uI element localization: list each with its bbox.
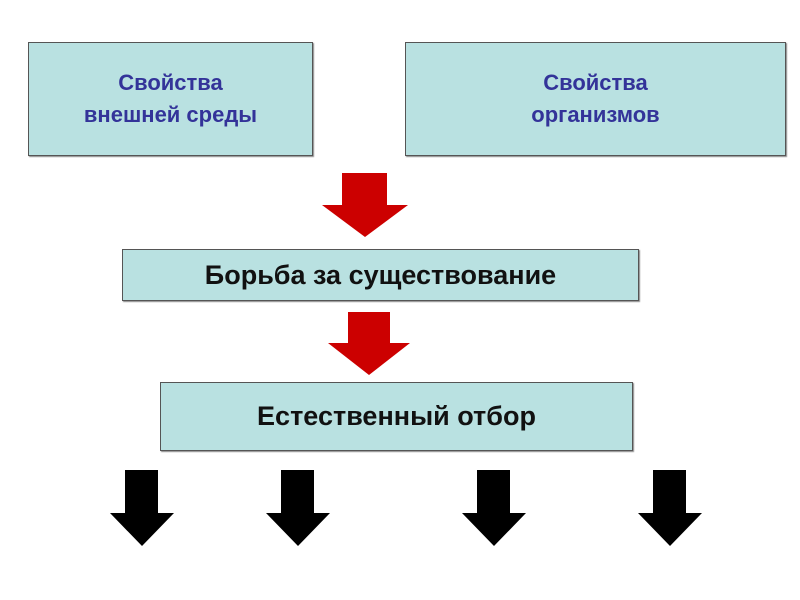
box-text-line: внешней среды <box>83 102 258 127</box>
black-arrow-down-icon <box>462 470 526 546</box>
red-arrow-down-icon <box>322 173 408 237</box>
organism-properties-box: Свойства организмов <box>405 42 786 156</box>
natural-selection-box: Естественный отбор <box>160 382 633 451</box>
box-text-line: Свойства <box>543 70 648 95</box>
box-text-line: Свойства <box>118 70 223 95</box>
black-arrow-down-icon <box>110 470 174 546</box>
red-arrow-down-icon <box>328 312 410 375</box>
struggle-for-existence-box: Борьба за существование <box>122 249 639 301</box>
black-arrow-down-icon <box>638 470 702 546</box>
black-arrow-down-icon <box>266 470 330 546</box>
box-text: Естественный отбор <box>257 401 536 431</box>
box-text: Борьба за существование <box>204 259 557 290</box>
environment-properties-box: Свойства внешней среды <box>28 42 313 156</box>
box-text-line: организмов <box>531 102 660 127</box>
